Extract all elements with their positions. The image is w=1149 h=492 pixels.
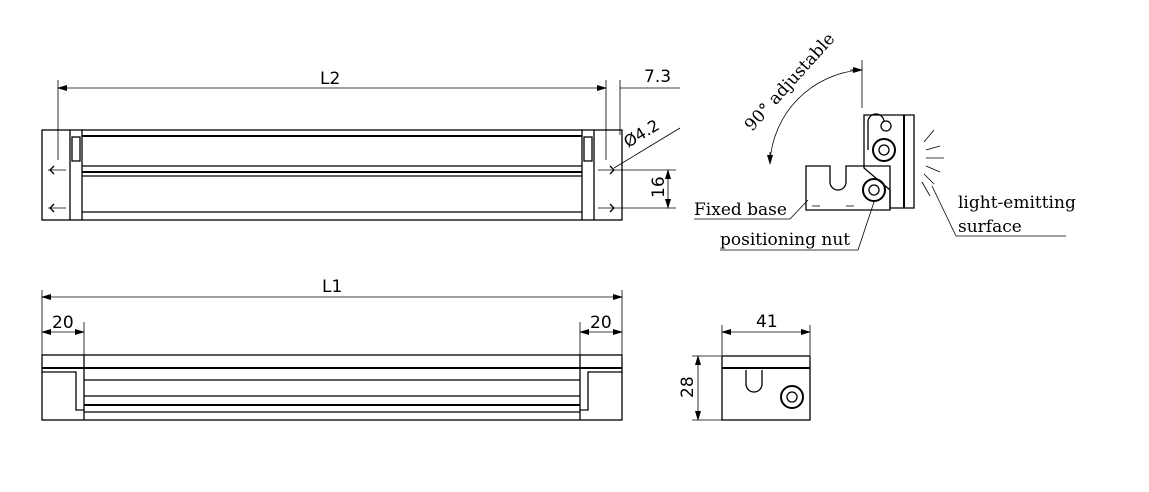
light-bar-side-body [41, 354, 623, 421]
nut-icon [780, 385, 804, 409]
mounting-hole-icon [48, 165, 616, 213]
adjustment-arc [769, 69, 861, 163]
right-end-label: 20 [590, 313, 612, 333]
fixed-base [805, 165, 891, 211]
end-profile [721, 355, 811, 421]
width-label: 41 [756, 312, 778, 332]
hole-label: Ø4.2 [620, 116, 662, 152]
l2-label: L2 [320, 69, 340, 89]
end-height-label: 28 [678, 376, 698, 398]
hole-leader-line [613, 127, 681, 169]
light-bar-top-body [41, 129, 623, 221]
offset-label: 7.3 [644, 67, 671, 87]
end-view: 41 28 [678, 312, 811, 421]
positioning-nut-label: positioning nut [720, 230, 850, 250]
l1-label: L1 [322, 277, 342, 297]
emitting-surface-label-line1: light-emitting [958, 193, 1076, 213]
emitting-surface-label-line2: surface [958, 217, 1022, 237]
fixed-base-label: Fixed base [694, 200, 787, 220]
bracket-view: 90° adjustable Fixed base positioning nu… [694, 29, 1076, 251]
angle-label: 90° adjustable [741, 29, 839, 135]
positioning-nut-icon [862, 178, 886, 202]
light-rays-icon [921, 129, 944, 197]
side-view: L1 20 20 [41, 277, 623, 421]
left-end-label: 20 [52, 313, 74, 333]
height-label: 16 [649, 176, 669, 198]
top-view: L2 7.3 Ø4.2 [41, 67, 681, 221]
